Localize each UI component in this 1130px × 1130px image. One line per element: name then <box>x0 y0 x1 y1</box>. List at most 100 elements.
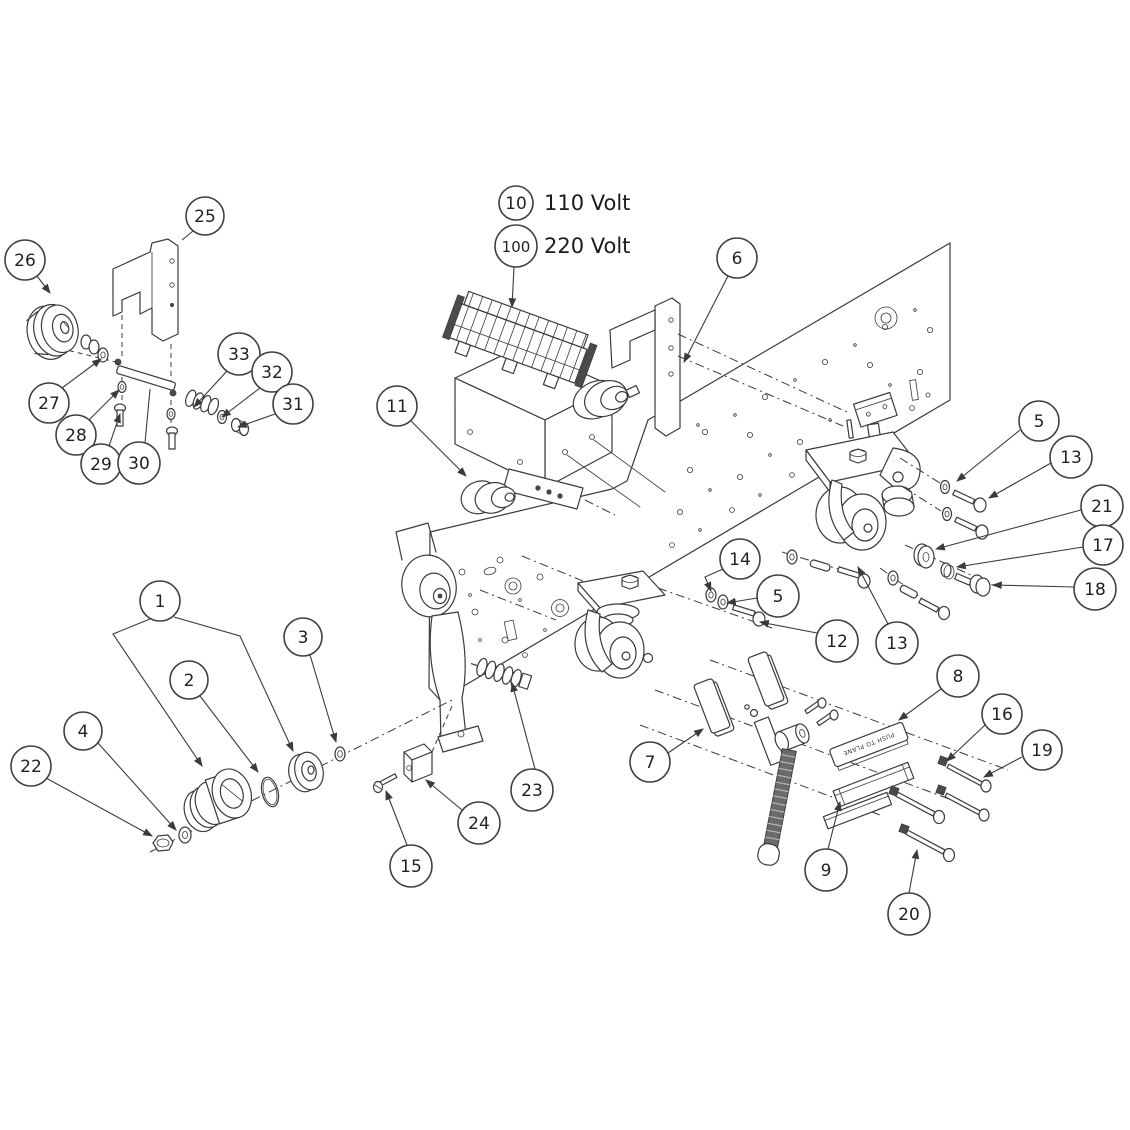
callout-circle-11 <box>376 385 418 427</box>
callout-number-23: 23 <box>521 781 543 801</box>
callout-circle-9 <box>804 848 848 892</box>
screw-15 <box>372 773 398 794</box>
cone-pulley <box>26 303 79 360</box>
callout-circle-23 <box>510 768 554 812</box>
callout-23: 23 <box>510 681 554 812</box>
callout-5a: 5 <box>956 400 1060 482</box>
callout-number-6: 6 <box>732 249 743 269</box>
callout-number-4: 4 <box>78 722 89 742</box>
callout-6: 6 <box>683 237 758 363</box>
callout-10: 10 <box>498 185 534 221</box>
callout-circle-31 <box>272 383 314 425</box>
callout-number-8: 8 <box>953 667 964 687</box>
callout-5b: 5 <box>725 574 800 618</box>
callout-17: 17 <box>955 524 1124 570</box>
callout-4: 4 <box>63 711 177 831</box>
callout-13b: 13 <box>857 566 919 665</box>
terminal-block <box>441 290 598 390</box>
callout-24: 24 <box>425 779 501 845</box>
callout-circle-22 <box>10 745 52 787</box>
lever-assembly: PUSH TO PLANE <box>639 651 1009 866</box>
callout-circle-15 <box>389 844 433 888</box>
callout-100: 100 <box>494 224 538 309</box>
callout-number-15: 15 <box>400 857 422 877</box>
callout-29: 29 <box>80 412 122 485</box>
callout-number-29: 29 <box>90 455 112 475</box>
callout-circle-4 <box>63 711 103 751</box>
voltage-110-label: 110 Volt <box>544 191 630 215</box>
callout-11: 11 <box>376 385 467 477</box>
clutch-assembly <box>149 699 453 853</box>
callout-26: 26 <box>4 239 51 294</box>
callout-circle-13b <box>875 621 919 665</box>
callout-22: 22 <box>10 745 153 837</box>
callout-number-13b: 13 <box>886 634 908 654</box>
callout-circle-6 <box>716 237 758 279</box>
voltage-220-label: 220 Volt <box>544 234 630 258</box>
callout-9: 9 <box>804 800 848 892</box>
callout-circle-3 <box>283 617 323 657</box>
callout-number-7: 7 <box>645 753 656 773</box>
callout-number-30: 30 <box>128 454 150 474</box>
callout-circle-17 <box>1082 524 1124 566</box>
callout-number-27: 27 <box>38 394 60 414</box>
callout-number-10: 10 <box>505 194 527 214</box>
upper-bracket-pulley <box>572 297 850 437</box>
callout-number-22: 22 <box>20 757 42 777</box>
callout-33: 33 <box>193 332 261 408</box>
callout-number-5a: 5 <box>1034 412 1045 432</box>
callout-31: 31 <box>236 383 314 428</box>
callout-number-14: 14 <box>729 550 751 570</box>
callout-30: 30 <box>117 388 161 485</box>
callout-circle-100 <box>494 224 538 268</box>
callout-14: 14 <box>703 538 761 593</box>
callout-circle-26 <box>4 239 46 281</box>
callout-28: 28 <box>55 389 120 456</box>
callout-circle-10 <box>498 185 534 221</box>
callout-circle-30 <box>117 441 161 485</box>
right-caster <box>805 391 921 551</box>
block-24 <box>403 705 453 783</box>
callout-18: 18 <box>991 567 1117 611</box>
callout-circle-20 <box>887 892 931 936</box>
callout-number-19: 19 <box>1031 741 1053 761</box>
callout-21: 21 <box>934 484 1124 551</box>
callout-number-21: 21 <box>1091 497 1113 517</box>
knurled-handle <box>757 748 797 866</box>
callout-number-9: 9 <box>821 861 832 881</box>
callout-number-20: 20 <box>898 905 920 925</box>
pulley-11 <box>460 468 584 515</box>
callout-1: 1 <box>112 580 294 767</box>
callout-7: 7 <box>629 728 704 783</box>
callout-number-33: 33 <box>228 345 250 365</box>
label-plate: PUSH TO PLANE <box>829 721 909 771</box>
spring-23 <box>470 657 533 690</box>
callout-circle-16 <box>981 693 1023 735</box>
callout-number-18: 18 <box>1084 580 1106 600</box>
callout-circle-27 <box>28 382 70 424</box>
callout-circle-33 <box>217 332 261 376</box>
callout-20: 20 <box>887 848 931 936</box>
callout-13a: 13 <box>988 435 1093 499</box>
callout-number-11: 11 <box>386 397 408 417</box>
callout-number-13a: 13 <box>1060 448 1082 468</box>
hardware-chains <box>657 457 996 629</box>
callout-circle-8 <box>936 654 980 698</box>
callout-number-3: 3 <box>298 628 309 648</box>
callout-number-28: 28 <box>65 426 87 446</box>
callout-circle-28 <box>55 414 97 456</box>
callout-15: 15 <box>385 789 433 888</box>
callout-number-26: 26 <box>14 251 36 271</box>
callout-16: 16 <box>946 693 1023 762</box>
frame-sheet <box>428 242 951 704</box>
callout-number-100: 100 <box>502 238 531 256</box>
callout-number-24: 24 <box>468 814 490 834</box>
callout-number-17: 17 <box>1092 536 1114 556</box>
callout-circle-5b <box>756 574 800 618</box>
callout-number-2: 2 <box>184 671 195 691</box>
idler-bracket-assembly <box>26 238 250 450</box>
callout-8: 8 <box>898 654 980 721</box>
callout-circle-19 <box>1021 729 1063 771</box>
callout-circle-24 <box>457 801 501 845</box>
